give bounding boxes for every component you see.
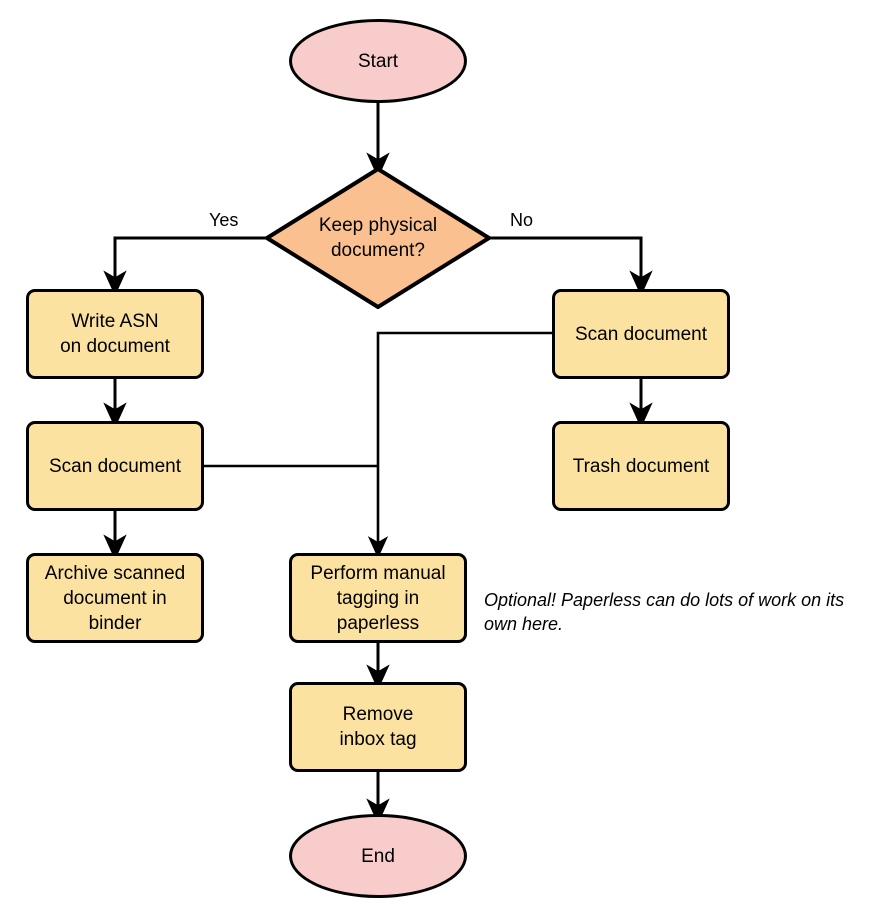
node-scan-document-right-label: Scan document [574, 323, 708, 345]
diamond-shape [265, 167, 491, 309]
annotation-optional-note: Optional! Paperless can do lots of work … [484, 590, 845, 634]
edge-label-yes: Yes [209, 210, 239, 230]
node-scan-document-left-label: Scan document [48, 455, 182, 477]
edge-decision-yes-to-write-asn [103, 236, 266, 297]
node-archive-in-binder-label: Archive scanned document in binder [44, 562, 186, 634]
node-manual-tagging-label: Perform manual tagging in paperless [310, 562, 446, 634]
node-remove-inbox-tag-label: Remove inbox tag [339, 704, 417, 750]
node-scan-document-left[interactable]: Scan document [26, 421, 204, 511]
node-write-asn-label: Write ASN on document [60, 311, 170, 357]
node-keep-physical-document[interactable]: Keep physical document? [264, 166, 492, 310]
node-archive-in-binder[interactable]: Archive scanned document in binder [26, 553, 204, 643]
node-write-asn[interactable]: Write ASN on document [26, 289, 204, 379]
edge-label-no: No [510, 210, 534, 230]
node-keep-physical-document-label: Keep physical document? [318, 215, 438, 261]
node-end-label: End [361, 845, 395, 867]
node-scan-document-right[interactable]: Scan document [552, 289, 730, 379]
node-end[interactable]: End [289, 814, 467, 898]
node-start-label: Start [357, 50, 399, 72]
node-remove-inbox-tag[interactable]: Remove inbox tag [289, 682, 467, 772]
node-trash-document-label: Trash document [572, 455, 710, 477]
node-manual-tagging[interactable]: Perform manual tagging in paperless [289, 553, 467, 643]
node-start[interactable]: Start [289, 19, 467, 103]
node-trash-document[interactable]: Trash document [552, 421, 730, 511]
edge-decision-no-to-scan-right [490, 236, 653, 297]
edge-scan-right-to-manual-tagging [367, 331, 552, 559]
